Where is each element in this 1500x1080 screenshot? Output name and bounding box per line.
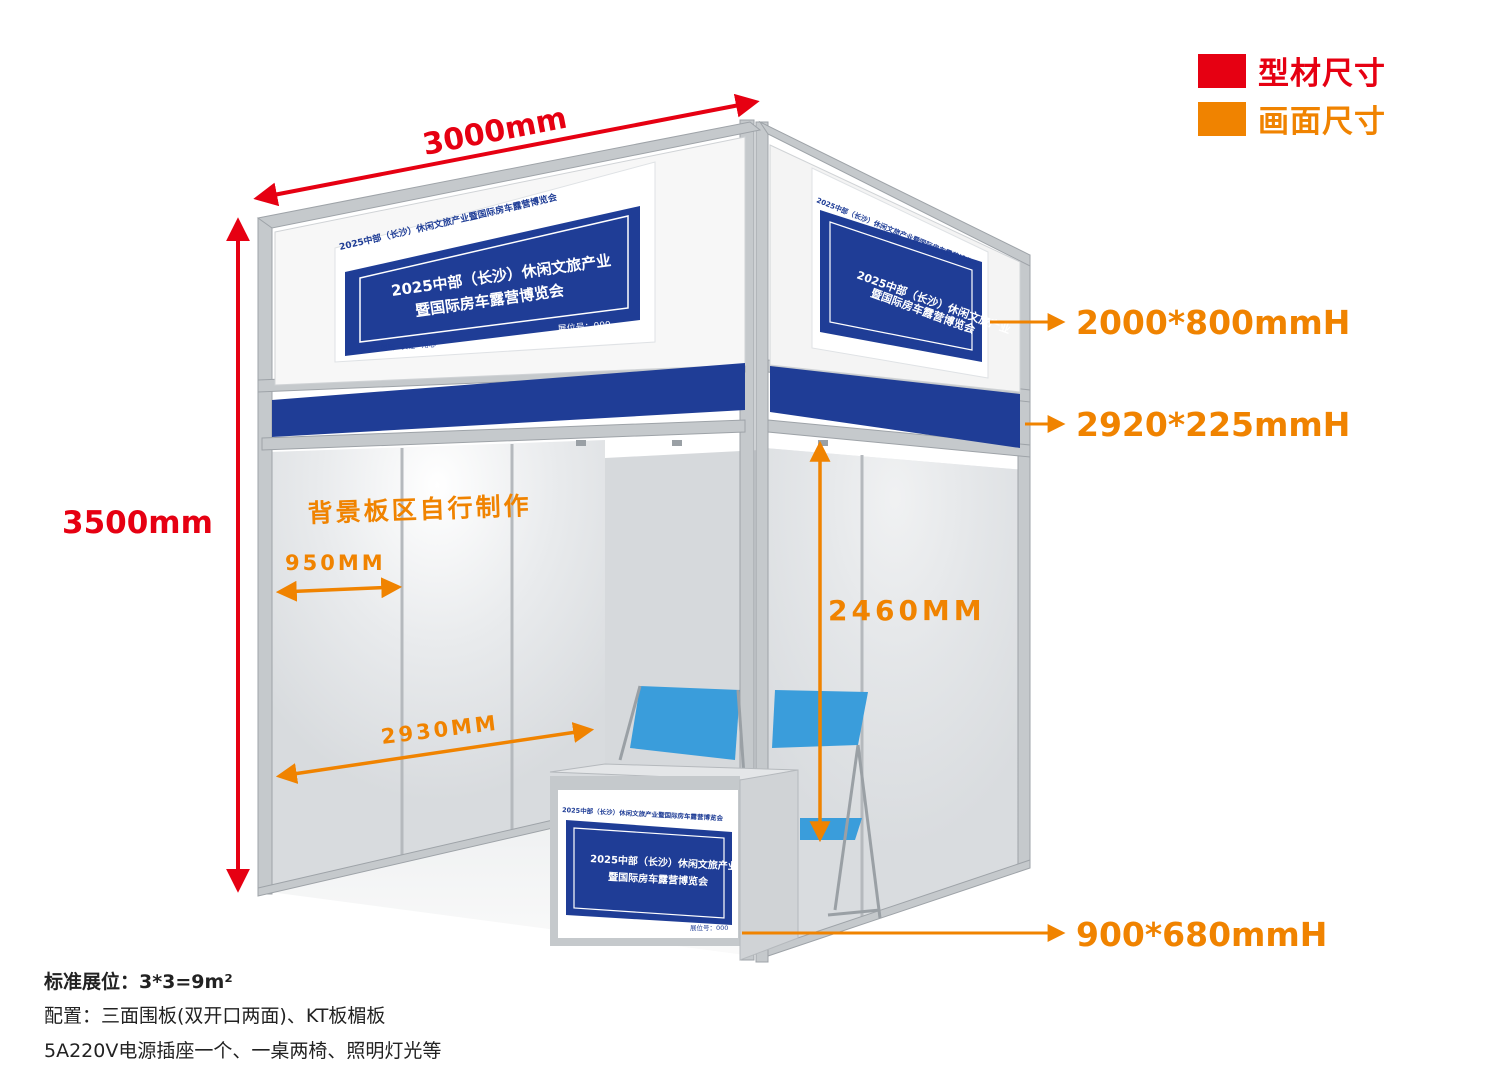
front-fascia-strip [272, 363, 745, 437]
counter-booth-no: 展位号：000 [690, 923, 728, 932]
width-arrow [253, 93, 760, 207]
info-config: 配置：三面围板(双开口两面)、KT板楣板 [44, 1005, 386, 1027]
panel-width-arrow [275, 577, 403, 602]
spot-lights [576, 440, 828, 446]
info-standard-booth: 标准展位：3*3=9m² [44, 971, 233, 993]
height-label: 3500mm [62, 505, 213, 541]
counter-desk: 2025中部（长沙）休闲文旅产业暨国际房车露营博览会 2025中部（长沙）休闲文… [549, 763, 799, 961]
panel-width-label: 950MM [285, 551, 386, 575]
side-fascia-strip [770, 366, 1020, 448]
wall-height-label: 2460MM [828, 594, 986, 627]
info-equipment: 5A220V电源插座一个、一桌两椅、照明灯光等 [44, 1040, 442, 1062]
profile-label: 型材尺寸 [1258, 56, 1386, 92]
graphic-label: 画面尺寸 [1258, 104, 1386, 140]
side-banner: 2025中部（长沙）休闲文旅产业暨国际房车露营博览会 2025中部（长沙）休闲文… [811, 167, 1013, 379]
legend-profile: 型材尺寸 [1198, 48, 1386, 93]
graphic-swatch [1198, 101, 1246, 136]
profile-swatch [1198, 53, 1246, 88]
counter-panel-label: 900*680mmH [1076, 915, 1327, 954]
wall-length-arrow [275, 722, 595, 784]
legend-graphic: 画面尺寸 [1198, 96, 1386, 141]
fascia-strip-label: 2920*225mmH [1076, 405, 1350, 444]
header-panel-label: 2000*800mmH [1076, 303, 1350, 342]
